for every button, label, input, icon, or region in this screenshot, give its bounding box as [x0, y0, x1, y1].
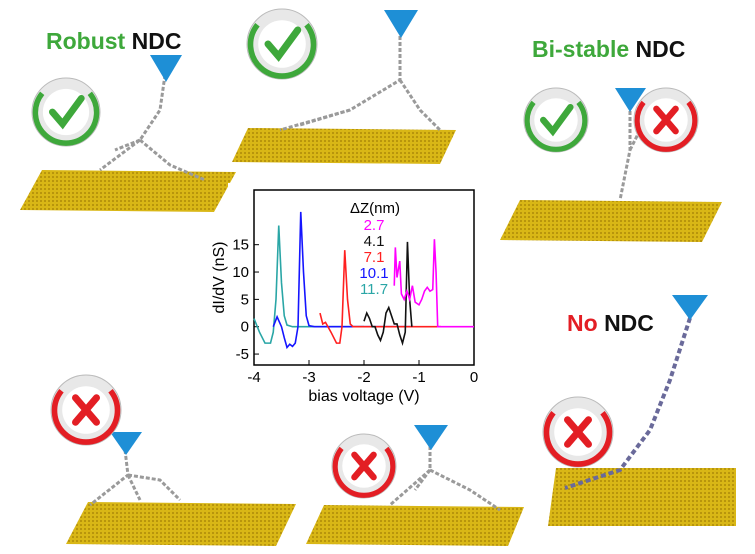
label-highlight: Robust: [46, 28, 126, 54]
series-line-11.7: [253, 225, 364, 344]
check-icon: [523, 87, 589, 153]
y-axis-label: dI/dV (nS): [211, 241, 228, 313]
legend-entry: 2.7: [364, 217, 385, 234]
gold-surface: [232, 128, 456, 164]
label-no-ndc: No NDC: [567, 310, 654, 337]
molecule-wire-straight: [564, 317, 692, 490]
didv-chart: -4 -3 -2 -1 0 -5 0 5 10 15 bias voltage (V) dI/dV (…: [211, 183, 486, 408]
label-suffix: NDC: [635, 36, 686, 62]
x-tick-label: 0: [470, 369, 478, 386]
gold-surface: [66, 502, 296, 546]
legend-entry: 11.7: [360, 281, 388, 298]
series-line-4.1: [363, 241, 413, 346]
cross-icon: [633, 87, 699, 153]
y-tick-label: 5: [241, 291, 249, 308]
series-line-7.1: [319, 250, 441, 344]
y-tick-label: 15: [232, 237, 249, 254]
gold-surface: [20, 170, 236, 212]
legend-title: ΔZ(nm): [350, 200, 400, 217]
cross-icon: [331, 433, 397, 499]
label-highlight: No: [567, 310, 598, 336]
gold-surface: [500, 200, 722, 242]
label-robust-ndc: Robust NDC: [46, 28, 181, 55]
x-tick-label: -1: [412, 369, 425, 386]
gold-surface: [306, 505, 524, 546]
label-suffix: NDC: [131, 28, 182, 54]
x-tick-label: -3: [302, 369, 315, 386]
cross-icon: [542, 396, 614, 468]
series-line-2.7: [393, 239, 474, 328]
y-tick-label: -5: [236, 346, 249, 363]
y-tick-label: 0: [241, 319, 249, 336]
legend-entry: 10.1: [359, 265, 388, 282]
legend-entry: 4.1: [364, 233, 385, 250]
cross-icon: [50, 374, 122, 446]
label-bistable-ndc: Bi-stable NDC: [532, 36, 685, 63]
x-tick-label: -2: [357, 369, 370, 386]
gold-surface: [548, 468, 736, 526]
check-icon: [246, 8, 318, 80]
chart-background: [228, 183, 486, 408]
stm-tips: [110, 10, 708, 455]
series-line-10.1: [272, 211, 414, 350]
label-highlight: Bi-stable: [532, 36, 630, 62]
label-suffix: NDC: [604, 310, 654, 336]
legend-entry: 7.1: [364, 249, 385, 266]
x-axis-label: bias voltage (V): [308, 388, 419, 405]
y-tick-label: 10: [232, 264, 249, 281]
x-tick-label: -4: [247, 369, 260, 386]
check-icon: [31, 77, 101, 147]
